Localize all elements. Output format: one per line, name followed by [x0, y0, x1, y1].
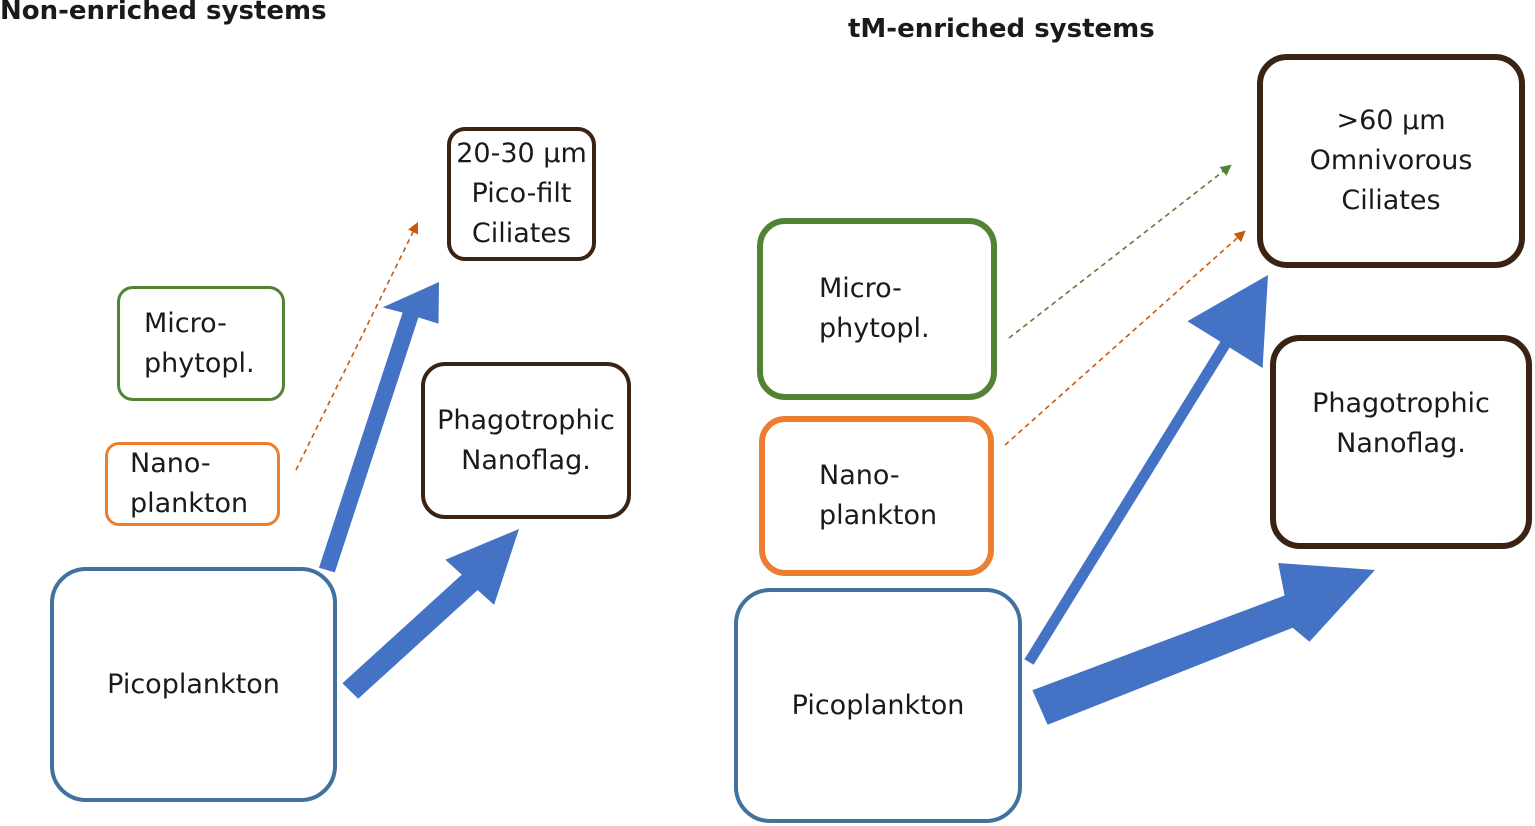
- left-nanoflag-label-line2: Nanoflag.: [461, 444, 591, 476]
- right-nanoflag-label-line2: Nanoflag.: [1336, 428, 1466, 459]
- left-nano-label-line1: Nano-: [130, 448, 211, 479]
- right-ciliates-label-line2: Omnivorous: [1309, 145, 1473, 176]
- right-nanoflag-label-line1: Phagotrophic: [1312, 388, 1490, 419]
- right-ciliates-label-line3: Ciliates: [1341, 185, 1441, 216]
- right-pico-label: Picoplankton: [791, 689, 965, 721]
- left-microphytoplankton-box: Micro- phytopl.: [117, 286, 285, 401]
- left-ciliates-label-line1: 20-30 µm: [456, 138, 587, 169]
- right-ciliates-box: >60 µm Omnivorous Ciliates: [1257, 54, 1525, 268]
- left-micro-label-line2: phytopl.: [144, 347, 255, 379]
- right-picoplankton-box: Picoplankton: [734, 588, 1022, 823]
- right-microphytoplankton-box: Micro- phytopl.: [757, 218, 997, 400]
- right-ciliates-label-line1: >60 µm: [1336, 105, 1446, 136]
- left-micro-label-line1: Micro-: [144, 307, 227, 339]
- left-pico-to-nanoflag-arrow: [342, 529, 519, 699]
- right-micro-label-line1: Micro-: [819, 273, 902, 304]
- left-nanoflag-label-line1: Phagotrophic: [437, 404, 615, 436]
- right-micro-to-ciliates-dashed-arrow: [1008, 164, 1232, 339]
- right-nanoplankton-box: Nano- plankton: [759, 416, 994, 576]
- left-ciliates-box: 20-30 µm Pico-filt Ciliates: [447, 127, 596, 261]
- right-nanoflagellates-box: Phagotrophic Nanoflag.: [1270, 335, 1532, 549]
- right-pico-to-ciliates-arrow: [1024, 275, 1268, 665]
- right-panel-title: tM-enriched systems: [848, 14, 1155, 44]
- left-panel-title: Non-enriched systems: [0, 0, 327, 26]
- left-nanoplankton-box: Nano- plankton: [105, 442, 280, 526]
- left-nanoflagellates-box: Phagotrophic Nanoflag.: [421, 362, 631, 519]
- left-ciliates-label-line2: Pico-filt: [471, 178, 572, 209]
- left-pico-label: Picoplankton: [107, 668, 280, 700]
- left-picoplankton-box: Picoplankton: [50, 567, 337, 802]
- left-pico-to-ciliates-arrow: [319, 282, 439, 573]
- right-nano-label-line2: plankton: [819, 500, 938, 531]
- right-micro-label-line2: phytopl.: [819, 313, 930, 344]
- right-nano-to-ciliates-dashed-arrow: [1004, 230, 1246, 446]
- right-pico-to-nanoflag-arrow: [1032, 563, 1375, 725]
- left-ciliates-label-line3: Ciliates: [471, 218, 572, 249]
- left-nano-to-ciliates-dashed-arrow: [295, 221, 419, 471]
- right-nano-label-line1: Nano-: [819, 460, 900, 491]
- left-nano-label-line2: plankton: [130, 488, 249, 519]
